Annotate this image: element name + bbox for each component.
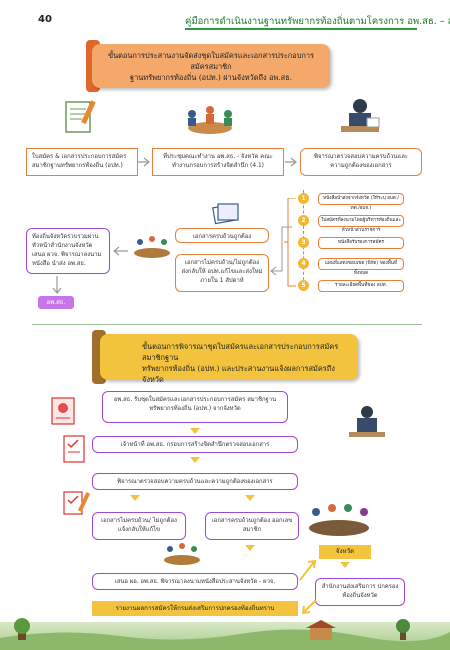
step-number: 4 [298, 258, 309, 269]
team-illustration [164, 543, 200, 565]
section2-banner: ขั้นตอนการพิจารณาชุดใบสมัครและเอกสารประก… [100, 334, 358, 384]
return-arrow [270, 226, 292, 275]
report-result-bar: รายงานผลการสมัครให้กรมส่งเสริมการปกครองท… [92, 601, 298, 616]
footer-landscape-scene [0, 618, 450, 650]
checklist-item: แผนที่แสดงขอบเขต (พิกัด) ของพื้นที่ทั้งห… [318, 258, 404, 276]
page-header-title: คู่มือการดำเนินงานฐานทรัพยากรท้องถิ่นตาม… [185, 16, 450, 27]
arrow-down [190, 428, 200, 434]
provincial-collection-box: ท้องถิ่นจังหวัดรวบรวมผ่าน หัวหน้าสำนักงา… [26, 228, 110, 274]
section1-banner: ขั้นตอนการประสานงานจัดส่งชุดใบสมัครและเอ… [92, 44, 330, 88]
checklist-connector [303, 190, 304, 280]
staff-check-box: เจ้าหน้าที่ อพ.สธ. กรอบการสร้างจิตสำนึกต… [92, 436, 298, 453]
team-meeting-illustration [134, 236, 170, 258]
step-number: 5 [298, 280, 309, 291]
arrow-right-1 [138, 157, 150, 167]
incomplete-return-box: เอกสารไม่ครบถ้วน/ ไม่ถูกต้องแจ้งกลับให้แ… [92, 512, 186, 540]
arrow-right-2 [285, 157, 297, 167]
ophs-badge: อพ.สธ. [38, 296, 74, 309]
documents-complete-box: เอกสารครบถ้วนถูกต้อง [175, 228, 269, 243]
review-completeness-box: พิจารณาตรวจสอบความครบถ้วนและ ความถูกต้อง… [300, 148, 422, 176]
arrow-left-1 [113, 246, 128, 256]
step-number: 2 [298, 215, 309, 226]
provincial-local-admin-office-box: สำนักงานส่งเสริมการ ปกครองท้องถิ่นจังหวั… [315, 578, 405, 606]
director-approval-box: เสนอ ผอ. อพ.สธ. พิจารณาลงนามหนังสือประสา… [92, 573, 298, 590]
section1-title-line2: ฐานทรัพยากรท้องถิ่น (อปท.) ผ่านจังหวัดถึ… [130, 73, 292, 83]
complete-issue-number-box: เอกสารครบถ้วนถูกต้อง ออกเลขสมาชิก [205, 512, 299, 540]
clipboard-illustration [63, 435, 85, 463]
page-number: 40 [38, 14, 52, 25]
arrow-down [245, 545, 255, 551]
checklist-item: หนังสือนำส่งจากจังหวัด (ให้ระบุ อบต./ทต.… [318, 193, 404, 211]
documents-incomplete-box: เอกสารไม่ครบถ้วน/ไม่ถูกต้อง ส่งกลับให้ อ… [175, 254, 269, 292]
document-pen-illustration [65, 100, 96, 133]
checklist-pen-illustration [63, 491, 91, 515]
step-number: 3 [298, 237, 309, 248]
checklist-item: รายละเอียดพื้นที่ของ อปท. [318, 280, 404, 292]
arrow-down [245, 495, 255, 501]
arrow-left-report [301, 599, 317, 615]
inspector-illustration [349, 406, 385, 437]
arrow-down [190, 457, 200, 463]
checklist-bracket [284, 198, 296, 287]
certificate-illustration [51, 397, 75, 425]
section2-title-line2: ทรัพยากรท้องถิ่น (อปท.) และประสานงานแจ้ง… [142, 364, 335, 385]
conference-illustration [309, 504, 369, 536]
review-documents-box: พิจารณาตรวจสอบความครบถ้วนและความถูกต้องข… [92, 473, 298, 490]
section2-title-line1: ขั้นตอนการพิจารณาชุดใบสมัครและเอกสารประก… [142, 342, 339, 363]
receive-application-box: อพ.สธ. รับชุดใบสมัครและเอกสารประกอบการสม… [102, 391, 288, 423]
section-divider [32, 324, 422, 325]
arrow-down-1 [52, 276, 62, 294]
meeting-illustration [188, 106, 232, 134]
application-documents-box: ใบสมัคร & เอกสารประกอบการสมัคร สมาชิกฐาน… [26, 148, 138, 176]
arrow-down [130, 495, 140, 501]
arrow-down [340, 562, 350, 568]
section1-title-line1: ขั้นตอนการประสานงานจัดส่งชุดใบสมัครและเอ… [108, 51, 314, 72]
checklist-item: ใบสมัครที่ลงนามโดยผู้บริหารท้องถิ่นและหั… [318, 215, 404, 233]
provincial-meeting-box: ที่ประชุมคณะทำงาน อพ.สธ. - จังหวัด คณะทำ… [152, 148, 284, 176]
document-stack-illustration [212, 203, 239, 225]
header-underline [185, 28, 417, 30]
reviewer-illustration [341, 99, 380, 132]
step-number: 1 [298, 193, 309, 204]
arrow-to-province [299, 559, 317, 581]
checklist-item: หนังสือรับรองการสมัคร [318, 237, 404, 249]
province-box: จังหวัด [319, 545, 371, 559]
